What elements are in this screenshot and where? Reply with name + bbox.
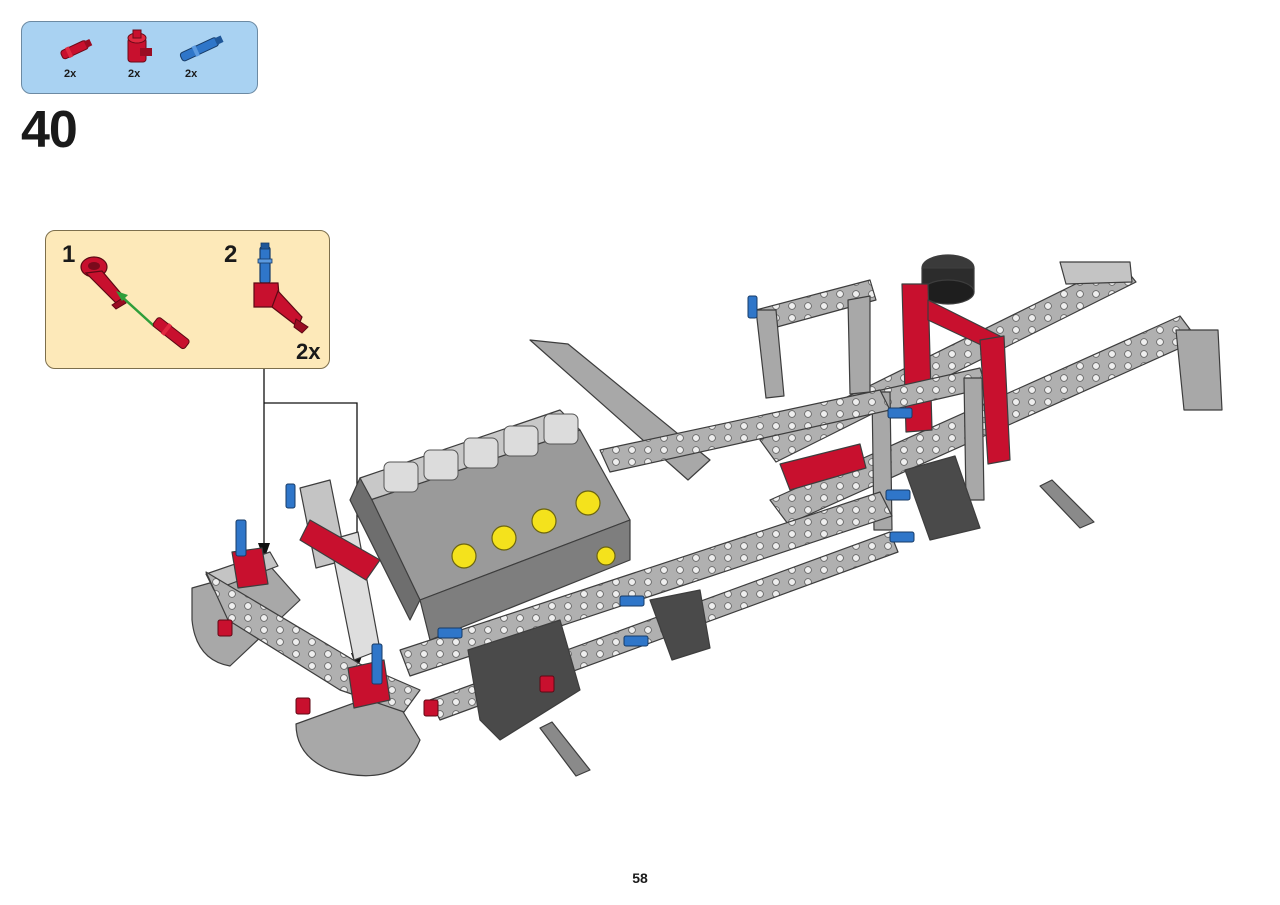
part-quantity: 2x [64,68,77,80]
sub-assembly-illustration [80,242,309,350]
red-axle-pin-icon [60,38,93,60]
part-blue-axle-pin: 2x [173,28,224,88]
part-red-axle-connector: 2x [116,28,166,88]
part-quantity: 2x [128,68,141,80]
parts-list-box: 2x 2x 2x [21,21,258,94]
sub-assembly-callout: 1 2 2x [45,230,330,369]
red-axle-connector-icon [127,29,152,63]
part-red-axle-pin: 2x [52,28,102,88]
sub-step-1-number: 1 [62,241,76,268]
page-number: 58 [632,870,648,886]
sub-step-2-drawing [253,242,309,334]
sub-step-1-drawing [80,256,190,350]
sub-step-2-number: 2 [224,241,238,268]
sub-assembly-quantity: 2x [296,339,321,364]
part-quantity: 2x [185,68,198,80]
blue-axle-pin-icon [179,35,224,62]
step-number: 40 [21,101,78,159]
